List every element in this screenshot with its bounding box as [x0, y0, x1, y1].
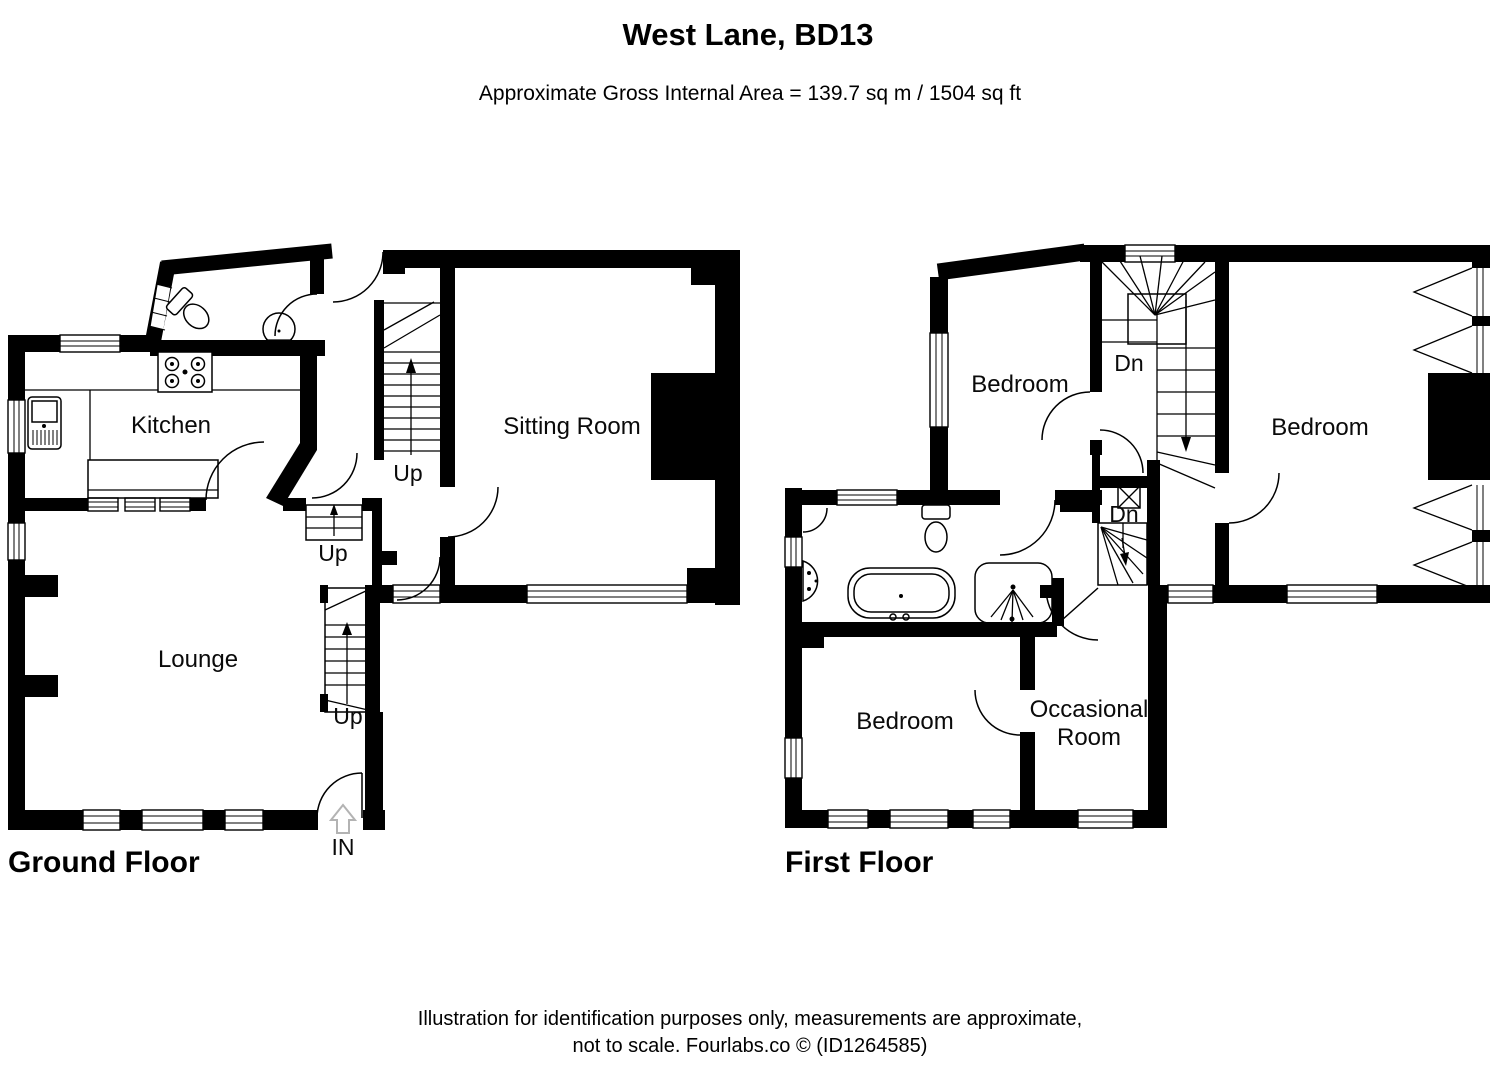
toilet-icon — [921, 504, 951, 553]
window-icon — [87, 497, 119, 512]
door-arc — [332, 251, 384, 303]
door-arc — [1041, 391, 1091, 441]
window-icon — [1124, 244, 1176, 263]
door-leaf — [1061, 587, 1099, 621]
wardrobe-icon — [1412, 267, 1484, 589]
door-arc — [1099, 429, 1144, 474]
room-label-occasional-line2: Room — [1057, 724, 1121, 751]
entrance-label: IN — [332, 834, 355, 860]
window-icon — [159, 497, 191, 512]
window-icon — [7, 522, 26, 561]
window-icon — [224, 809, 264, 831]
window-icon — [1077, 809, 1134, 829]
room-label-lounge: Lounge — [158, 646, 238, 673]
page-title: West Lane, BD13 — [623, 17, 874, 52]
window-icon — [972, 809, 1011, 829]
room-label-bedroom-top-left: Bedroom — [971, 371, 1068, 398]
staircase-main-up — [383, 301, 441, 455]
footer-disclaimer-line1: Illustration for identification purposes… — [418, 1008, 1082, 1030]
room-label-bedroom-right: Bedroom — [1271, 414, 1368, 441]
cupboard-icon — [1117, 485, 1141, 509]
ff-walls — [785, 243, 1490, 828]
gf-wc-fixtures — [165, 287, 296, 346]
window-icon — [392, 584, 441, 604]
window-icon — [1167, 584, 1214, 604]
door-arc — [396, 556, 441, 601]
stair-label-up-main: Up — [393, 460, 422, 486]
floor-title-first: First Floor — [785, 846, 934, 879]
window-icon — [889, 809, 949, 829]
basin-icon — [802, 559, 819, 603]
gf-walls — [8, 243, 740, 830]
first-floor-plan: Bedroom Bedroom Bedroom Occasional Room … — [784, 243, 1490, 879]
window-icon — [784, 737, 803, 779]
stair-label-up-hall: Up — [318, 540, 347, 566]
staircase-hall-up — [305, 504, 363, 541]
sink-icon — [27, 396, 62, 450]
door-arc — [274, 293, 318, 337]
window-icon — [124, 497, 156, 512]
stair-label-up-lounge: Up — [333, 703, 362, 729]
staircase-main-down — [1101, 255, 1216, 489]
gf-stairs — [305, 301, 441, 713]
door-arc — [205, 441, 265, 501]
window-icon-angled — [148, 283, 173, 331]
ground-floor-plan: Kitchen Sitting Room Lounge Up Up Up IN … — [7, 243, 740, 879]
window-icon — [827, 809, 869, 829]
door-arc — [1228, 472, 1280, 524]
shower-icon — [974, 562, 1053, 624]
door-arc — [999, 499, 1056, 556]
kitchen-island — [87, 459, 219, 499]
staircase-small-down — [1097, 522, 1148, 586]
window-icon — [141, 809, 204, 831]
toilet-icon — [165, 287, 210, 330]
ff-stairs — [1097, 255, 1216, 586]
bath-icon — [847, 567, 956, 621]
gf-kitchen-fixtures — [25, 351, 300, 499]
hob-icon — [157, 351, 213, 393]
ff-windows — [784, 244, 1484, 829]
room-label-occasional-line1: Occasional — [1030, 696, 1149, 723]
footer-disclaimer-line2: not to scale. Fourlabs.co © (ID1264585) — [573, 1035, 928, 1057]
entrance-arrow-icon — [328, 803, 358, 834]
staircase-lounge-up — [324, 587, 369, 713]
door-arc — [1045, 587, 1099, 641]
door-arc — [974, 689, 1021, 736]
window-icon — [526, 584, 688, 604]
door-arc — [316, 772, 363, 819]
stair-label-dn-main: Dn — [1114, 350, 1143, 376]
basin-icon — [262, 312, 296, 346]
window-icon — [784, 536, 803, 568]
floor-title-ground: Ground Floor — [8, 846, 200, 879]
door-arc — [447, 486, 499, 538]
door-arc — [802, 507, 828, 533]
room-label-bedroom-bottom-left: Bedroom — [856, 708, 953, 735]
ff-doors — [802, 391, 1280, 736]
ff-bathroom-fixtures — [802, 504, 1053, 624]
window-icon — [836, 489, 898, 506]
stair-label-dn-small: Dn — [1109, 501, 1138, 527]
room-label-sitting-room: Sitting Room — [503, 413, 640, 440]
gf-doors — [205, 251, 499, 819]
page-subtitle: Approximate Gross Internal Area = 139.7 … — [479, 82, 1021, 105]
window-icon — [7, 399, 26, 454]
gf-windows — [7, 283, 688, 831]
window-icon — [82, 809, 121, 831]
door-arc — [311, 452, 358, 499]
window-icon — [1286, 584, 1378, 604]
window-icon — [929, 332, 949, 428]
room-label-kitchen: Kitchen — [131, 412, 211, 439]
window-icon — [59, 334, 121, 353]
